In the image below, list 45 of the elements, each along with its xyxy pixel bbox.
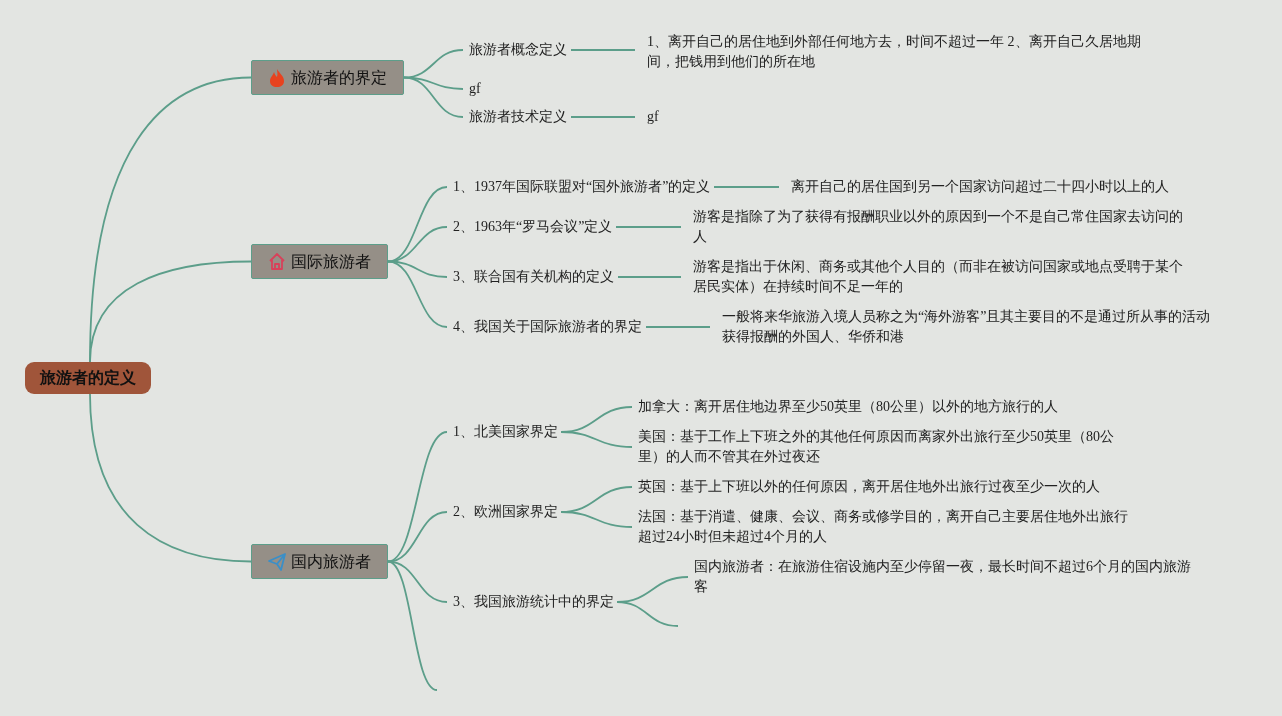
- branch-line: [570, 49, 636, 51]
- branch-line: [387, 226, 448, 263]
- subtopic-text: 美国：基于工作上下班之外的其他任何原因而离家外出旅行至少50英里（80公里）的人而不管其在外过夜还: [638, 427, 1118, 467]
- subtopic-text: 4、我国关于国际旅游者的界定: [453, 317, 642, 337]
- branch-line: [387, 560, 438, 691]
- topic-label: 国内旅游者: [291, 551, 371, 572]
- topic-label: 旅游者的界定: [291, 67, 387, 88]
- subtopic-text: 旅游者技术定义: [469, 107, 567, 127]
- branch-line: [403, 49, 464, 79]
- subtopic-text: 2、1963年“罗马会议”定义: [453, 217, 613, 237]
- branch-line: [645, 326, 711, 328]
- subtopic-text: 英国：基于上下班以外的任何原因，离开居住地外出旅行过夜至少一次的人: [638, 477, 1100, 497]
- branch-line: [617, 276, 682, 278]
- branch-line: [615, 226, 682, 228]
- branch-line: [387, 511, 448, 563]
- topic-box: [251, 244, 388, 279]
- branch-line: [89, 393, 252, 563]
- subtopic-text: 1、北美国家界定: [453, 422, 558, 442]
- topic-box: [251, 544, 388, 579]
- definition-text: 游客是指除了为了获得有报酬职业以外的原因到一个不是自己常住国家去访问的人: [693, 207, 1188, 247]
- subtopic-text: 3、我国旅游统计中的界定: [453, 592, 614, 612]
- subtopic-text: 2、欧洲国家界定: [453, 502, 558, 522]
- branch-line: [403, 76, 464, 118]
- definition-text: 游客是指出于休闲、商务或其他个人目的（而非在被访问国家或地点受聘于某个居民实体）在持续时间不足一年的: [693, 257, 1188, 297]
- branch-line: [560, 511, 633, 528]
- definition-text: gf: [647, 107, 659, 127]
- branch-line: [89, 260, 252, 363]
- definition-text: 离开自己的居住国到另一个国家访问超过二十四小时以上的人: [791, 177, 1169, 197]
- subtopic-text: 1、1937年国际联盟对“国外旅游者”的定义: [453, 177, 711, 197]
- definition-text: 1、离开自己的居住地到外部任何地方去，时间不超过一年 2、离开自己久居地期间，把钱用到他们的所在地: [647, 32, 1147, 72]
- subtopic-text: gf: [469, 79, 481, 99]
- branch-line: [570, 116, 636, 118]
- subtopic-text: 旅游者概念定义: [469, 40, 567, 60]
- subtopic-text: 加拿大：离开居住地边界至少50英里（80公里）以外的地方旅行的人: [638, 397, 1058, 417]
- subtopic-text: 国内旅游者：在旅游住宿设施内至少停留一夜，最长时间不超过6个月的国内旅游客: [694, 557, 1194, 597]
- branch-line: [560, 431, 633, 448]
- branch-line: [713, 186, 780, 188]
- subtopic-text: 法国：基于消遣、健康、会议、商务或修学目的，离开自己主要居住地外出旅行超过24小时但未超过4个月的人: [638, 507, 1133, 547]
- root-topic-box: 旅游者的定义: [25, 362, 151, 394]
- subtopic-text: 3、联合国有关机构的定义: [453, 267, 614, 287]
- definition-text: 一般将来华旅游入境人员称之为“海外游客”且其主要目的不是通过所从事的活动获得报酬的外国人、华侨和港: [722, 307, 1217, 347]
- branch-line: [616, 601, 679, 627]
- topic-label: 国际旅游者: [291, 251, 371, 272]
- branch-line: [387, 260, 448, 328]
- topic-box: [251, 60, 404, 95]
